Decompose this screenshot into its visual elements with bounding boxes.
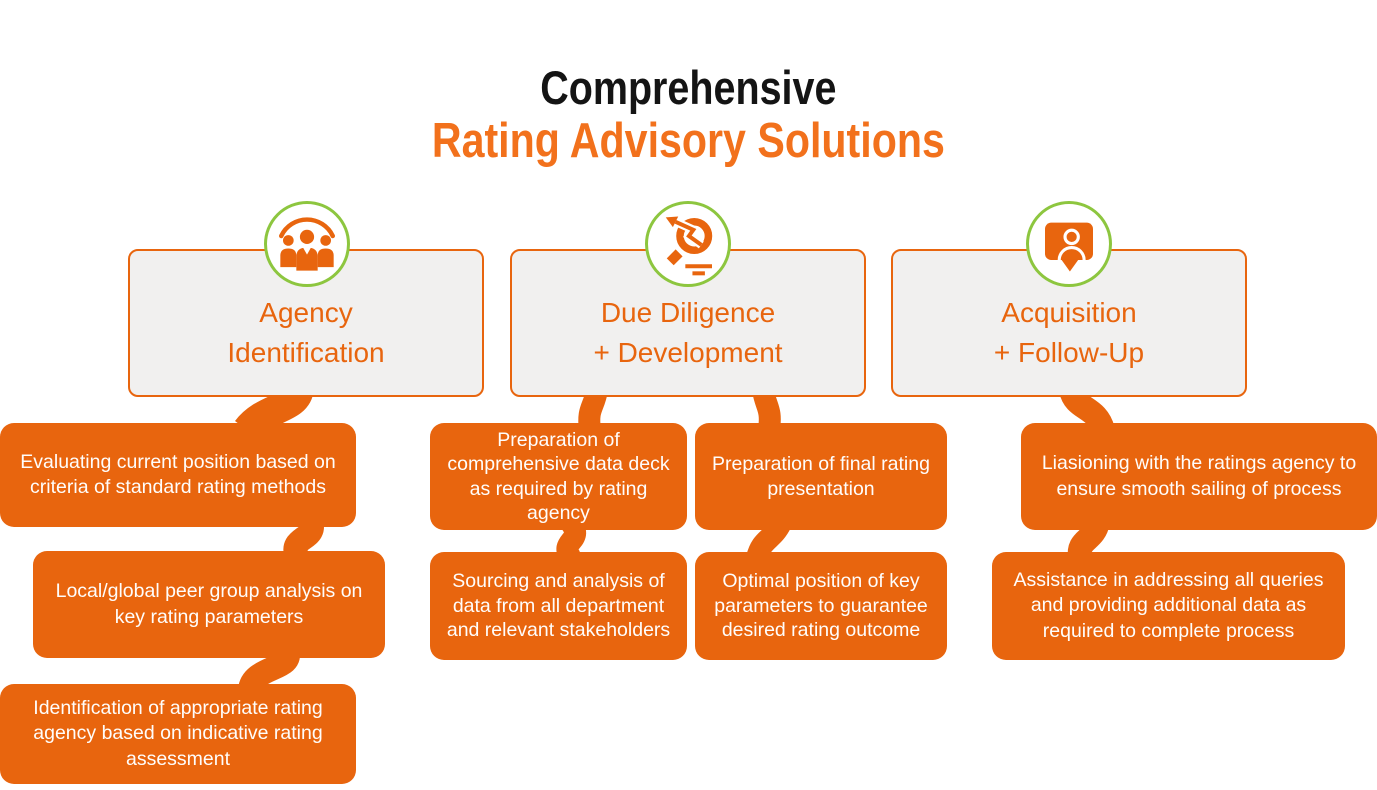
detail-box: Assistance in addressing all queries and… bbox=[992, 552, 1345, 660]
main-title-line2-text: Rating Advisory Solutions bbox=[431, 113, 946, 168]
team-icon bbox=[279, 217, 335, 271]
stage-icon-circle bbox=[645, 201, 731, 287]
main-title-line2: Rating Advisory Solutions bbox=[0, 113, 1377, 168]
detail-box: Local/global peer group analysis on key … bbox=[33, 551, 385, 658]
stage-title-line: + Follow-Up bbox=[993, 337, 1145, 368]
page-header: Comprehensive Rating Advisory Solutions bbox=[0, 61, 1377, 168]
detail-box: Preparation of final rating presentation bbox=[695, 423, 947, 530]
detail-box: Preparation of comprehensive data deck a… bbox=[430, 423, 687, 530]
analysis-magnifier-icon bbox=[665, 216, 713, 276]
stage-title-line: Due Diligence bbox=[600, 297, 776, 328]
detail-box: Evaluating current position based on cri… bbox=[0, 423, 356, 527]
main-title-line1-text: Comprehensive bbox=[540, 61, 837, 114]
stage-title-line: Identification bbox=[227, 337, 385, 368]
stage-icon-circle bbox=[1026, 201, 1112, 287]
stage-title-line: Agency bbox=[259, 297, 353, 328]
contact-bubble-icon bbox=[1045, 222, 1093, 272]
detail-box: Optimal position of key parameters to gu… bbox=[695, 552, 947, 660]
stage-title-line: + Development bbox=[593, 337, 783, 368]
detail-box: Identification of appropriate rating age… bbox=[0, 684, 356, 784]
detail-box: Sourcing and analysis of data from all d… bbox=[430, 552, 687, 660]
stage-icon-circle bbox=[264, 201, 350, 287]
main-title-line1: Comprehensive bbox=[0, 61, 1377, 114]
detail-box: Liasioning with the ratings agency to en… bbox=[1021, 423, 1377, 530]
stage-title-line: Acquisition bbox=[1001, 297, 1137, 328]
